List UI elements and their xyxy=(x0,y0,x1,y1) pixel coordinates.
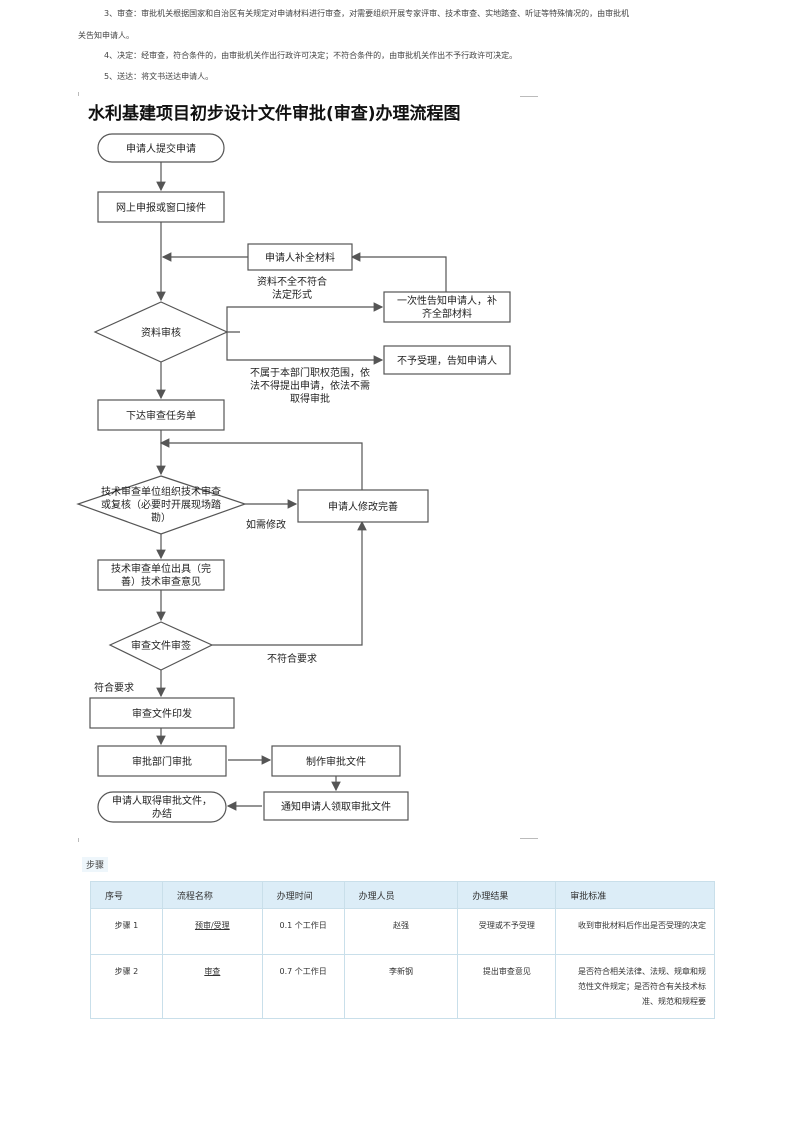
crop-mark xyxy=(520,838,538,843)
step-name-link[interactable]: 审查 xyxy=(204,967,221,976)
node-tech-review: 技术审查单位组织技术审查 或复核（必要时开展现场踏 勘） xyxy=(76,475,247,535)
cell-person: 李新钢 xyxy=(343,954,459,1019)
node-receive: 网上申报或窗口接件 xyxy=(97,191,225,223)
cell-result: 提出审查意见 xyxy=(457,954,557,1019)
crop-mark xyxy=(78,838,97,842)
cell-name[interactable]: 审查 xyxy=(161,954,263,1019)
edge-label-out-of-scope: 法不得提出申请，依法不需 xyxy=(250,379,370,392)
flowchart-title: 水利基建项目初步设计文件审批(审查)办理流程图 xyxy=(88,103,461,124)
table-header-row: 序号 流程名称 办理时间 办理人员 办理结果 审批标准 xyxy=(90,881,715,909)
node-opinion-label: 技术审查单位出具（完 xyxy=(111,562,211,575)
cell-standard: 是否符合相关法律、法规、规章和规 范性文件规定；是否符合有关技术标 准、规范和规… xyxy=(555,954,715,1019)
standard-line: 是否符合相关法律、法规、规章和规 xyxy=(578,967,706,976)
node-review-label: 资料审核 xyxy=(141,326,181,339)
edge-label-need-modify: 如需修改 xyxy=(246,518,286,531)
col-header-person: 办理人员 xyxy=(343,881,459,909)
cell-time: 0.7 个工作日 xyxy=(261,954,345,1019)
node-sign: 审查文件审签 xyxy=(108,621,214,671)
standard-line: 准、规范和规程要 xyxy=(642,997,706,1006)
node-review: 资料审核 xyxy=(93,301,229,363)
node-opinion: 技术审查单位出具（完 善）技术审查意见 xyxy=(97,559,225,591)
crop-mark xyxy=(520,92,538,97)
node-notify-once-label: 一次性告知申请人，补 xyxy=(397,294,497,307)
edge-label-incomplete: 资料不全不符合 xyxy=(257,275,327,288)
step-name-link[interactable]: 预审/受理 xyxy=(194,921,230,930)
node-sign-label: 审查文件审签 xyxy=(131,639,191,652)
node-start: 申请人提交申请 xyxy=(97,133,225,163)
cell-standard: 收到审批材料后作出是否受理的决定 xyxy=(555,908,715,955)
intro-line-2: 关告知申请人。 xyxy=(78,31,134,40)
node-issue: 审查文件印发 xyxy=(89,697,235,729)
node-end: 申请人取得审批文件， 办结 xyxy=(97,791,227,823)
node-tech-review-label: 或复核（必要时开展现场踏 xyxy=(101,498,221,511)
table-row: 步骤 1 预审/受理 0.1 个工作日 赵强 受理或不予受理 收到审批材料后作出… xyxy=(90,908,715,955)
intro-line-3: 4、决定：经审查，符合条件的，由审批机关作出行政许可决定；不符合条件的，由审批机… xyxy=(104,51,518,60)
cell-time: 0.1 个工作日 xyxy=(261,908,345,955)
intro-line-4: 5、送达：将文书送达申请人。 xyxy=(104,72,214,81)
node-approve: 审批部门审批 xyxy=(97,745,227,777)
node-task: 下达审查任务单 xyxy=(97,399,225,431)
node-make-doc: 制作审批文件 xyxy=(271,745,401,777)
cell-result: 受理或不予受理 xyxy=(457,908,557,955)
steps-table: 序号 流程名称 办理时间 办理人员 办理结果 审批标准 步骤 1 预审/受理 0… xyxy=(90,881,715,1019)
cell-seq: 步骤 1 xyxy=(90,908,163,955)
col-header-time: 办理时间 xyxy=(261,881,345,909)
cell-name[interactable]: 预审/受理 xyxy=(161,908,263,955)
standard-line: 收到审批材料后作出是否受理的决定 xyxy=(578,921,706,930)
edge-label-out-of-scope: 不属于本部门职权范围，依 xyxy=(250,366,370,379)
node-make-doc-label: 制作审批文件 xyxy=(306,755,366,768)
node-tech-review-label: 技术审查单位组织技术审查 xyxy=(101,485,221,498)
node-end-label: 申请人取得审批文件， xyxy=(112,794,212,807)
node-notify-pick-label: 通知申请人领取审批文件 xyxy=(281,800,391,813)
node-tech-review-label: 勘） xyxy=(151,512,171,524)
steps-section-label: 步骤 xyxy=(82,857,109,872)
node-approve-label: 审批部门审批 xyxy=(132,755,192,768)
node-end-label: 办结 xyxy=(152,807,172,820)
cell-person: 赵强 xyxy=(343,908,459,955)
crop-mark xyxy=(78,92,97,96)
node-supplement-label: 申请人补全材料 xyxy=(265,251,335,264)
edge-label-out-of-scope: 取得审批 xyxy=(290,392,330,405)
node-receive-label: 网上申报或窗口接件 xyxy=(116,201,206,214)
node-notify-once: 一次性告知申请人，补 齐全部材料 xyxy=(383,291,511,323)
node-supplement: 申请人补全材料 xyxy=(247,243,353,271)
node-task-label: 下达审查任务单 xyxy=(126,409,196,422)
node-modify: 申请人修改完善 xyxy=(297,489,429,523)
node-reject: 不予受理，告知申请人 xyxy=(383,345,511,375)
edge-label-incomplete: 法定形式 xyxy=(272,288,312,301)
standard-line: 范性文件规定；是否符合有关技术标 xyxy=(578,982,706,991)
col-header-result: 办理结果 xyxy=(457,881,557,909)
node-notify-pick: 通知申请人领取审批文件 xyxy=(263,791,409,821)
table-row: 步骤 2 审查 0.7 个工作日 李新钢 提出审查意见 是否符合相关法律、法规、… xyxy=(90,954,715,1019)
node-reject-label: 不予受理，告知申请人 xyxy=(397,354,497,367)
intro-line-1: 3、审查：审批机关根据国家和自治区有关规定对申请材料进行审查，对需要组织开展专家… xyxy=(104,9,630,18)
node-notify-once-label: 齐全部材料 xyxy=(422,307,472,320)
edge-label-not-meet: 不符合要求 xyxy=(267,652,317,665)
node-modify-label: 申请人修改完善 xyxy=(328,500,398,513)
edge-label-meet: 符合要求 xyxy=(94,681,134,694)
approval-flowchart: 水利基建项目初步设计文件审批(审查)办理流程图 申请人提交申请 网上申报或窗口接… xyxy=(76,103,511,823)
col-header-standard: 审批标准 xyxy=(555,881,715,909)
node-issue-label: 审查文件印发 xyxy=(132,707,192,720)
cell-seq: 步骤 2 xyxy=(90,954,163,1019)
col-header-name: 流程名称 xyxy=(161,881,263,909)
node-opinion-label: 善）技术审查意见 xyxy=(121,575,201,588)
node-start-label: 申请人提交申请 xyxy=(126,142,196,155)
col-header-seq: 序号 xyxy=(90,881,163,909)
